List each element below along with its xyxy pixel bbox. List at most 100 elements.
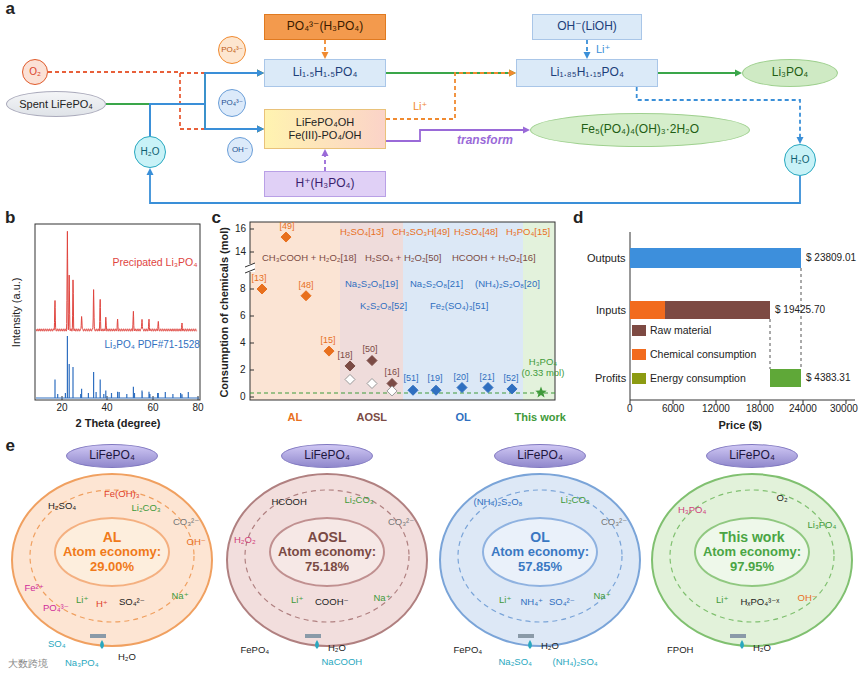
node-text: Li₁.₅H₁.₅PO₄	[293, 66, 358, 80]
chart-label: CO₃²⁻	[173, 517, 199, 528]
data-point	[345, 374, 355, 384]
flow-arrow	[322, 40, 329, 59]
chart-label: [15]	[321, 335, 336, 345]
data-point	[367, 379, 377, 389]
chart-label: H⁺	[96, 599, 108, 610]
data-point	[507, 384, 517, 394]
species-circle: H₂O	[784, 144, 816, 176]
chart-label: Li₂CO₃	[132, 503, 161, 514]
chart-label: Li₃PO₄ PDF#71-1528	[105, 339, 200, 351]
arrow-head	[257, 70, 264, 77]
chart-label: Li⁺	[76, 595, 88, 606]
node-text: PO₄³⁻(H₃PO₄)	[287, 20, 363, 34]
chart-label: $ 4383.31	[806, 372, 851, 384]
arrow-head	[797, 137, 804, 144]
arrow-head	[735, 70, 742, 77]
chart-label: [21]	[480, 372, 495, 382]
chart-label: AL	[288, 411, 303, 424]
process-ellipse: LiFePO₄	[706, 444, 798, 468]
outer-ring	[652, 474, 852, 646]
chart-label: 60	[148, 402, 159, 414]
chart-label: H₂O	[328, 643, 346, 654]
atom-economy-rings	[12, 474, 852, 649]
chart-label: H₂SO₄ + H₂O₂[50]	[365, 253, 441, 264]
water-drop	[528, 640, 532, 649]
chart-label: Price ($)	[719, 419, 762, 432]
chart-label: 12000	[702, 403, 730, 415]
outer-ring	[440, 474, 640, 646]
process-ellipse: LiFePO₄	[66, 444, 158, 468]
chart-label: CO₃²⁻	[601, 517, 627, 528]
chart-label: NH₄⁺	[521, 597, 544, 608]
chart-label: AOSL	[357, 411, 388, 424]
chart-label: c	[212, 208, 221, 228]
chart-label: [13]	[252, 273, 267, 283]
chart-label: H₂SO₄[48]	[454, 227, 498, 238]
chart-label: HCOOH + H₂O₂[16]	[452, 253, 536, 264]
chart-label: 2 Theta (degree)	[76, 417, 161, 430]
chart-label: 40	[102, 402, 113, 414]
legend-text: Chemical consumption	[650, 348, 756, 360]
data-point	[457, 383, 467, 393]
chart-label: 大数跨境	[8, 658, 48, 670]
water-drop	[315, 640, 319, 649]
flow-line	[324, 155, 326, 171]
chart-label: Na₂S₂O₈[21]	[410, 279, 463, 290]
chart-label: 20	[57, 402, 68, 414]
chart-label: Fe₂(SO₄)₃[51]	[430, 301, 488, 312]
flow-line	[586, 40, 588, 53]
process-ellipse: ALAtom economy: 29.00%	[54, 517, 170, 587]
flow-line	[324, 40, 326, 53]
chart-label: [16]	[385, 367, 400, 377]
arrow-head	[257, 126, 264, 133]
arrow-head	[147, 168, 154, 175]
arrow-head	[523, 127, 530, 134]
data-point	[324, 346, 334, 356]
axis-title: Intensity (a.u.)	[10, 277, 23, 347]
chart-label: Fe(OH)₃	[104, 489, 140, 500]
chart-label: 24000	[789, 403, 817, 415]
chart-label: Inputs	[596, 304, 626, 317]
chart-label: COOH⁻	[315, 597, 349, 608]
chart-label: 6000	[662, 403, 684, 415]
outer-ring	[227, 474, 427, 646]
process-ellipse: LiFePO₄	[494, 444, 586, 468]
flow-arrow	[386, 70, 516, 120]
chart-label: [48]	[299, 280, 314, 290]
chart-label: e	[6, 436, 15, 456]
node-text: OH⁻	[232, 145, 248, 154]
chart-label: H₂SO₄[13]	[340, 227, 384, 238]
data-point	[257, 284, 267, 294]
chart-label: Na⁺	[172, 591, 189, 602]
node-text: LiFePO₄	[729, 449, 775, 463]
node-text: Atom economy: 29.00%	[60, 545, 164, 575]
chart-label: (NH₄)₂S₂O₈	[474, 497, 523, 508]
chart-label: SO₄²⁻	[119, 597, 145, 608]
faucet	[90, 634, 106, 638]
node-text: Atom economy: 75.18%	[275, 545, 379, 575]
chart-label: PO₄³⁻	[43, 603, 69, 614]
chart-label: Li₃PO₄	[808, 520, 837, 531]
legend-swatch	[632, 325, 646, 336]
data-point	[387, 386, 397, 396]
species-circle: O₂	[22, 59, 48, 85]
chart-label: 14	[235, 246, 246, 258]
node-text: H⁺(H₃PO₄)	[296, 177, 355, 191]
chart-label: $ 19425.70	[775, 304, 825, 316]
process-box: Li₁.₅H₁.₅PO₄	[264, 59, 386, 87]
process-box: Spent LiFePO₄	[6, 91, 106, 117]
chart-label: Outputs	[587, 252, 626, 265]
faucet	[305, 634, 321, 638]
chart-label: Profits	[595, 372, 626, 385]
chart-label: Na⁺	[594, 591, 611, 602]
chart-label: Precipated Li₃PO₄	[113, 256, 198, 268]
chart-label: 16	[235, 223, 246, 235]
process-box: Fe₅(PO₄)₄(OH)₃·2H₂O	[530, 113, 750, 147]
chart-label: (NH₄)₂S₂O₈[20]	[475, 279, 540, 290]
chart-label: (NH₄)₂SO₄	[553, 657, 598, 668]
xrd-frame	[35, 224, 200, 400]
arrow-head	[257, 126, 264, 133]
chart-label: Li₂CO₃	[561, 495, 590, 506]
node-text: H₂O	[141, 146, 160, 158]
